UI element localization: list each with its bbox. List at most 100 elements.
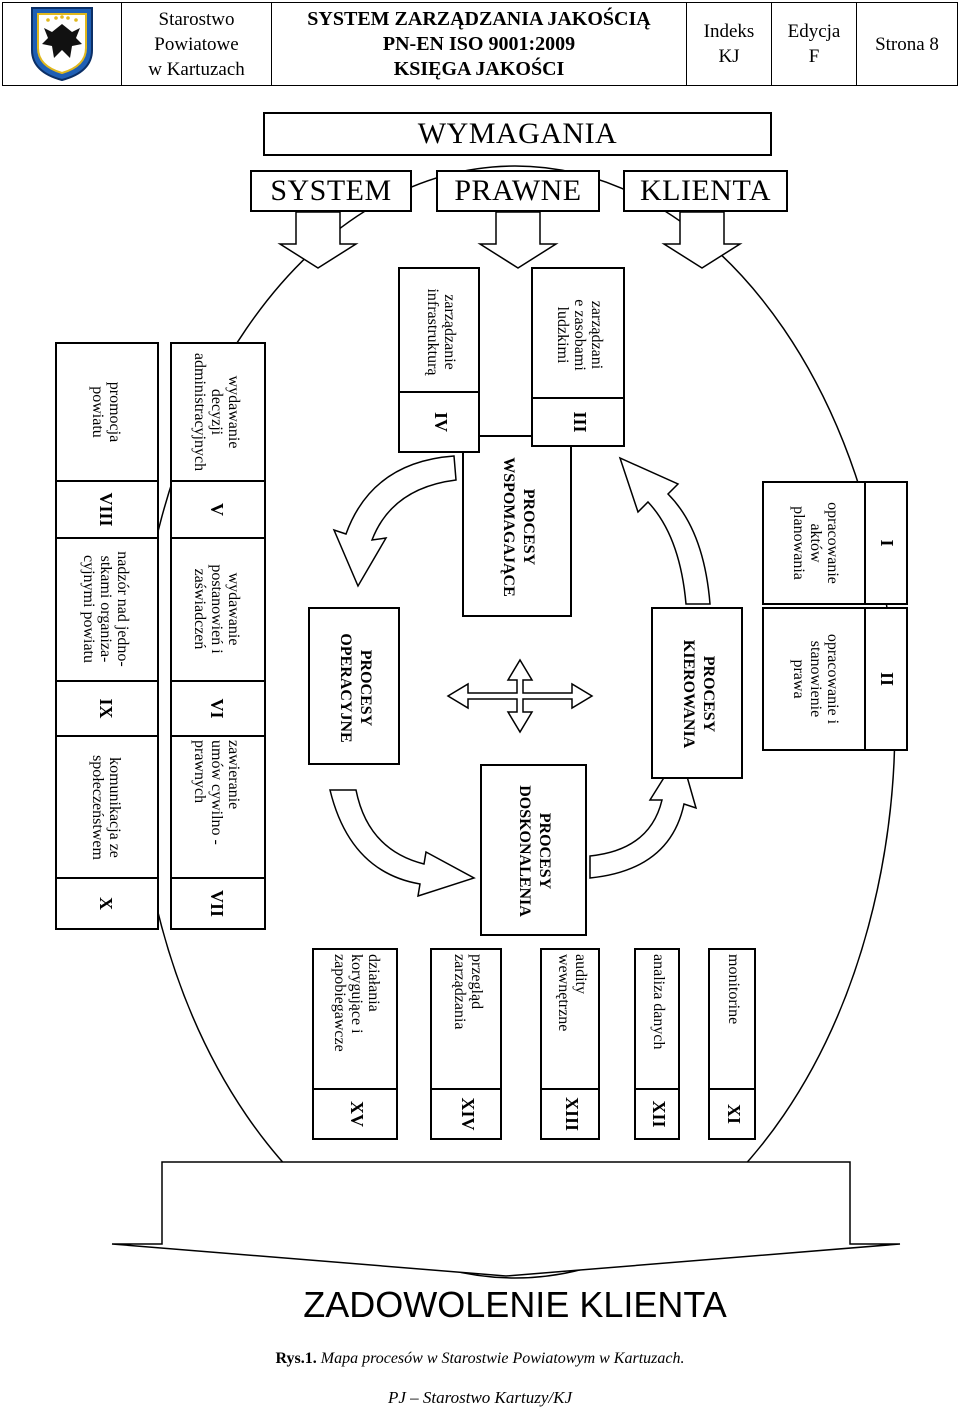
process-viii-numeral: VIII xyxy=(96,492,117,527)
divider xyxy=(170,877,266,879)
process-xi: monitorinе XI xyxy=(708,948,756,1140)
requirement-arrow-right xyxy=(661,211,743,269)
index-value: KJ xyxy=(718,46,740,67)
process-xiii-numeral: XIII xyxy=(562,1096,583,1131)
page-number: Strona 8 xyxy=(857,3,957,85)
divider xyxy=(55,735,159,737)
cycle-arrow-management-to-support xyxy=(618,456,711,605)
organization-line: Starostwo xyxy=(158,8,235,30)
process-iii-numeral: III xyxy=(570,411,591,433)
divider xyxy=(542,1088,598,1090)
requirement-system: SYSTEM xyxy=(250,170,412,212)
organization-line: w Kartuzach xyxy=(148,58,245,80)
requirements-title: WYMAGANIA xyxy=(263,112,772,156)
divider xyxy=(864,483,866,603)
title-line: KSIĘGA JAKOŚCI xyxy=(393,57,565,80)
process-vi-numeral: VI xyxy=(207,698,228,719)
operational-column-b xyxy=(55,342,159,930)
divider xyxy=(636,1088,678,1090)
divider xyxy=(432,1088,500,1090)
divider xyxy=(170,537,266,539)
requirement-arrow-left xyxy=(277,211,359,269)
caption-text: Mapa procesów w Starostwie Powiatowym w … xyxy=(320,1350,685,1367)
customer-satisfaction: ZADOWOLENIE KLIENTA xyxy=(303,1284,727,1325)
divider xyxy=(864,609,866,749)
divider xyxy=(55,877,159,879)
divider xyxy=(710,1088,754,1090)
requirement-arrow-middle xyxy=(477,211,559,269)
edition-cell: Edycja F xyxy=(772,3,857,85)
cycle-arrow-support-to-operational xyxy=(332,455,457,588)
caption-prefix: Rys.1. xyxy=(275,1350,317,1367)
coat-of-arms-logo xyxy=(31,7,93,82)
process-xiv-numeral: XIV xyxy=(458,1097,479,1131)
title-line: PN-EN ISO 9001:2009 xyxy=(382,32,576,55)
divider xyxy=(170,735,266,737)
result-arrow xyxy=(111,1161,901,1277)
document-header: Starostwo Powiatowe w Kartuzach SYSTEM Z… xyxy=(2,2,958,86)
divider xyxy=(314,1088,396,1090)
cycle-arrow-operational-to-improvement xyxy=(329,789,476,898)
index-label: Indeks xyxy=(703,21,755,42)
requirement-legal: PRAWNE xyxy=(436,170,600,212)
process-ix-text: nadzór nad jedno-stkami organiza-cyjnymi… xyxy=(80,551,132,667)
page-footer: PJ – Starostwo Kartuzy/KJ xyxy=(387,1388,572,1407)
divider xyxy=(55,680,159,682)
divider xyxy=(170,680,266,682)
organization-line: Powiatowe xyxy=(154,33,239,55)
figure-caption: Rys.1. Mapa procesów w Starostwie Powiat… xyxy=(0,1350,960,1368)
logo-cell xyxy=(3,3,122,85)
title-line: SYSTEM ZARZĄDZANIA JAKOŚCIĄ xyxy=(307,7,651,30)
center-cross-arrow xyxy=(446,658,594,734)
page-label: Strona 8 xyxy=(875,33,939,55)
process-i-numeral: I xyxy=(877,539,898,547)
process-xi-numeral: XI xyxy=(724,1103,745,1124)
edition-label: Edycja xyxy=(787,21,841,42)
divider xyxy=(55,537,159,539)
requirement-customer: KLIENTA xyxy=(623,170,788,212)
process-xi-text: monitorinе xyxy=(725,954,743,1025)
process-ii-numeral: II xyxy=(877,671,898,686)
divider xyxy=(55,480,159,482)
process-iv-numeral: IV xyxy=(431,411,452,432)
process-xii-text: analiza danych xyxy=(650,954,668,1050)
process-v-numeral: V xyxy=(207,503,228,516)
operational-column-a xyxy=(170,342,266,930)
organization-name: Starostwo Powiatowe w Kartuzach xyxy=(122,3,272,85)
edition-value: F xyxy=(808,46,820,67)
process-x-numeral: X xyxy=(96,897,117,910)
process-xv-numeral: XV xyxy=(347,1101,368,1127)
divider xyxy=(400,391,478,393)
index-cell: Indeks KJ xyxy=(687,3,772,85)
process-xii-numeral: XII xyxy=(649,1100,670,1128)
process-vii-numeral: VII xyxy=(207,889,228,917)
process-ix-numeral: IX xyxy=(96,698,117,719)
